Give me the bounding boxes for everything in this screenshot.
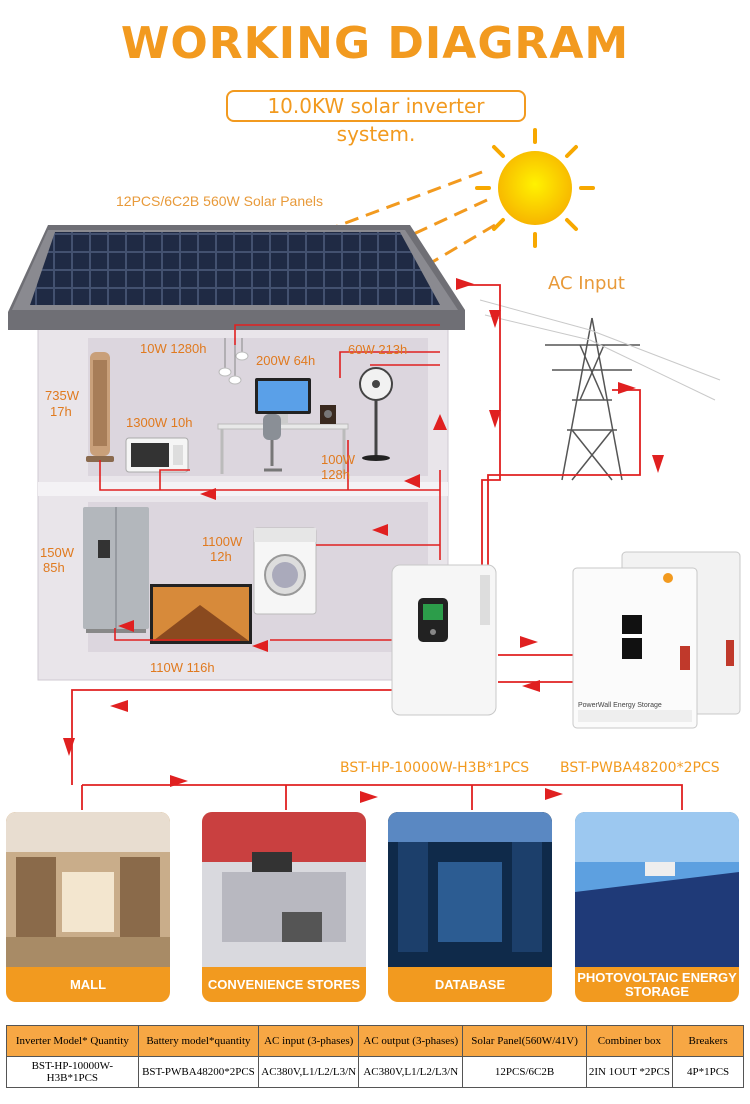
spec-table: Inverter Model* Quantity Battery model*q… bbox=[6, 1025, 744, 1088]
fridge-hours-label: 85h bbox=[43, 560, 65, 575]
fridge-watt-label: 150W bbox=[40, 545, 74, 560]
lights-label: 10W 1280h bbox=[140, 341, 207, 356]
table-cell: BST-HP-10000W-H3B*1PCS bbox=[6, 1056, 139, 1088]
table-header-cell: Breakers bbox=[672, 1025, 744, 1057]
table-header-row: Inverter Model* Quantity Battery model*q… bbox=[6, 1025, 744, 1057]
battery-caption: BST-PWBA48200*2PCS bbox=[560, 760, 720, 776]
transmission-lines bbox=[479, 299, 721, 401]
card-title: DATABASE bbox=[434, 977, 506, 992]
pv-photo bbox=[575, 812, 739, 967]
card-title: CONVENIENCE STORES bbox=[207, 977, 361, 992]
speaker-watt-label: 100W bbox=[321, 452, 355, 467]
card-photovoltaic-energy-storage: PHOTOVOLTAIC ENERGY STORAGE bbox=[575, 812, 739, 1002]
washer-watt-label: 1100W bbox=[202, 534, 243, 549]
house-wiring bbox=[99, 324, 441, 641]
indoor-arrows bbox=[118, 414, 447, 652]
subtitle-badge: 10.0KW solar inverter system. bbox=[226, 90, 526, 146]
card-database: DATABASE bbox=[388, 812, 552, 1002]
microwave-label: 1300W 10h bbox=[126, 415, 193, 430]
table-header-cell: AC input (3-phases) bbox=[258, 1025, 360, 1057]
system-arrows bbox=[63, 278, 664, 803]
tower-fan-hours-label: 17h bbox=[50, 404, 72, 419]
table-header-cell: Battery model*quantity bbox=[137, 1025, 260, 1057]
table-header-cell: AC output (3-phases) bbox=[358, 1025, 464, 1057]
washer-hours-label: 12h bbox=[210, 549, 232, 564]
microwave-icon bbox=[125, 437, 189, 473]
solar-panels-label: 12PCS/6C2B 560W Solar Panels bbox=[116, 193, 323, 209]
table-cell: 4P*1PCS bbox=[672, 1056, 744, 1088]
inverter-caption: BST-HP-10000W-H3B*1PCS bbox=[340, 760, 530, 776]
standing-fan-icon bbox=[359, 367, 393, 461]
card-convenience-stores: CONVENIENCE STORES bbox=[202, 812, 366, 1002]
table-header-cell: Solar Panel(560W/41V) bbox=[462, 1025, 587, 1057]
roof bbox=[8, 225, 465, 330]
table-header-cell: Combiner box bbox=[585, 1025, 674, 1057]
table-cell: AC380V,L1/L2/L3/N bbox=[258, 1056, 360, 1088]
ceiling-lights-icon bbox=[218, 338, 249, 385]
table-cell: AC380V,L1/L2/L3/N bbox=[358, 1056, 464, 1088]
tower-fan-watt-label: 735W bbox=[45, 388, 79, 403]
desk-computer-icon bbox=[217, 378, 349, 474]
system-wiring bbox=[71, 284, 683, 810]
sun-icon bbox=[475, 128, 595, 248]
computer-label: 200W 64h bbox=[256, 353, 316, 368]
speaker-hours-label: 128h bbox=[321, 467, 350, 482]
table-header-cell: Inverter Model* Quantity bbox=[6, 1025, 139, 1057]
page-title: WORKING DIAGRAM bbox=[120, 18, 630, 69]
tower-fan-icon bbox=[86, 352, 114, 462]
database-photo bbox=[388, 812, 552, 967]
inverter-unit-icon bbox=[391, 564, 497, 716]
store-photo bbox=[202, 812, 366, 967]
table-cell: 2IN 1OUT *2PCS bbox=[585, 1056, 674, 1088]
mall-photo bbox=[6, 812, 170, 967]
ac-input-label: AC Input bbox=[548, 273, 625, 294]
power-tower-icon bbox=[545, 317, 640, 481]
washing-machine-icon bbox=[253, 527, 317, 615]
battery-brand-label: PowerWall Energy Storage bbox=[578, 702, 662, 709]
table-cell: 12PCS/6C2B bbox=[462, 1056, 587, 1088]
television-icon bbox=[150, 584, 252, 644]
table-cell: BST-PWBA48200*2PCS bbox=[137, 1056, 260, 1088]
card-title: MALL bbox=[69, 977, 107, 992]
tv-label: 110W 116h bbox=[150, 660, 215, 675]
card-title: PHOTOVOLTAIC ENERGY STORAGE bbox=[577, 970, 737, 999]
diagram-canvas bbox=[8, 128, 741, 810]
fan-label: 60W 213h bbox=[348, 342, 408, 357]
card-mall: MALL bbox=[6, 812, 170, 1002]
table-row: BST-HP-10000W-H3B*1PCS BST-PWBA48200*2PC… bbox=[6, 1056, 744, 1088]
battery-units-icon bbox=[572, 551, 741, 729]
refrigerator-icon bbox=[83, 507, 149, 633]
